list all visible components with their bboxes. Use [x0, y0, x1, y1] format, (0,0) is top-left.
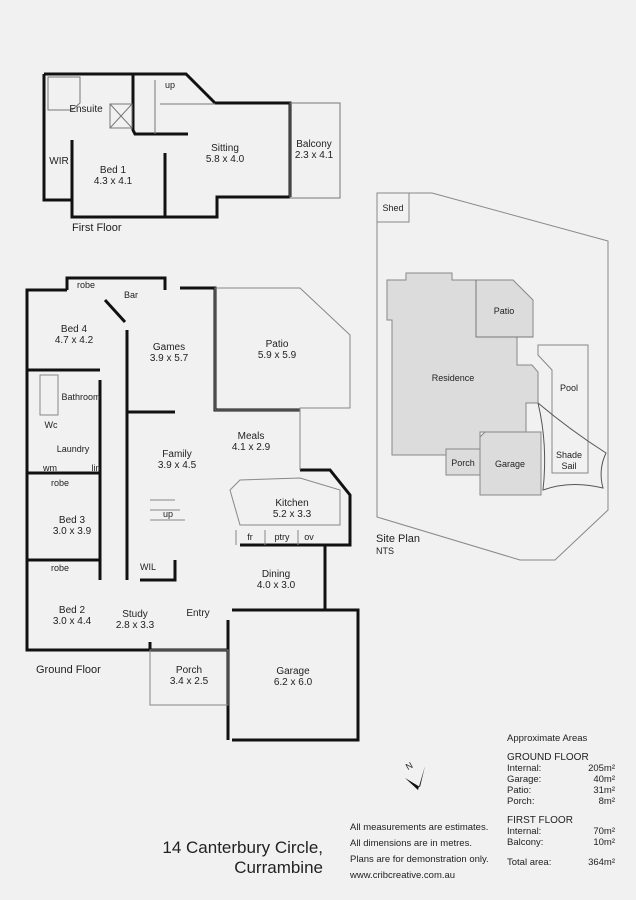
washing-machine: wm: [43, 463, 57, 473]
room-robe-bed2: robe: [50, 563, 70, 573]
room-entry: Entry: [186, 608, 210, 619]
stairs-up-first: up: [164, 80, 176, 90]
site-boundary: [376, 192, 609, 561]
pantry: ptry: [274, 532, 290, 542]
site-label-pool: Pool: [559, 383, 579, 393]
disclaimer: All measurements are estimates.All dimen…: [350, 822, 489, 881]
areas-table: Approximate Areas GROUND FLOOR Internal:…: [507, 733, 615, 868]
first-floor-walls: [42, 72, 292, 219]
linen-cupboard: lin: [91, 463, 101, 473]
room-bar: Bar: [123, 290, 139, 300]
room-laundry: Laundry: [56, 444, 90, 454]
room-wir: WIR: [49, 156, 69, 167]
site-garage: [479, 431, 542, 496]
room-ensuite: Ensuite: [69, 104, 103, 115]
site-residence: [386, 272, 539, 456]
site-plan-drawing: [376, 192, 609, 561]
site-label-shed: Shed: [382, 203, 404, 213]
fridge: fr: [247, 532, 253, 542]
site-shade-sail: [537, 402, 607, 491]
first-floor-fixtures: [47, 76, 341, 199]
room-robe-bed4: robe: [76, 280, 96, 290]
stairs-up-ground: up: [162, 509, 174, 519]
room-wil: WIL: [139, 562, 157, 572]
first-floor-caption: First Floor: [72, 222, 122, 234]
site-label-patio: Patio: [493, 306, 515, 316]
property-address: 14 Canterbury Circle,Currambine: [162, 838, 323, 877]
ground-floor-outlines: [39, 287, 351, 706]
site-pool: [537, 344, 589, 474]
site-shed: [376, 192, 410, 223]
room-robe-bed3: robe: [50, 478, 70, 488]
site-label-residence: Residence: [431, 373, 475, 383]
oven: ov: [304, 532, 314, 542]
ground-floor-caption: Ground Floor: [36, 664, 101, 676]
room-wc: Wc: [44, 420, 58, 430]
balcony-outline: [289, 102, 341, 199]
room-bathroom: Bathroom: [61, 392, 101, 402]
north-arrow-icon: [405, 766, 425, 790]
site-label-garage: Garage: [494, 459, 526, 469]
site-label-porch: Porch: [451, 458, 475, 468]
